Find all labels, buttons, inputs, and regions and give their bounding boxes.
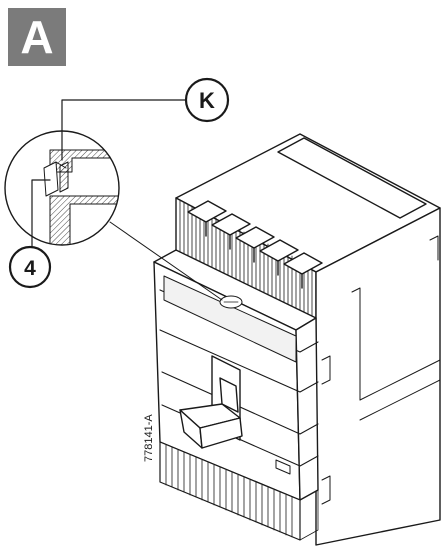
upper-band: [163, 275, 297, 363]
rear-housing: [175, 133, 441, 546]
right-face-details: [321, 235, 441, 505]
part-number: 778141-A: [143, 414, 155, 462]
terminal-slots: [187, 200, 323, 289]
toggle-handle: [179, 377, 243, 449]
top-label-recess: [277, 137, 427, 219]
lower-fins: [159, 441, 319, 541]
callout-4-label: 4: [24, 257, 36, 280]
magnified-detail: [4, 130, 223, 301]
detail-leader: [109, 221, 223, 301]
detail-cross-section: [43, 149, 119, 245]
front-cover: [153, 249, 319, 541]
callout-4: 4: [8, 179, 52, 289]
callout-k-label: K: [199, 88, 215, 113]
cover-side: [295, 317, 319, 501]
indicator-window: [275, 459, 291, 475]
figure-badge: A: [8, 8, 66, 66]
callout-k: K: [61, 77, 230, 161]
